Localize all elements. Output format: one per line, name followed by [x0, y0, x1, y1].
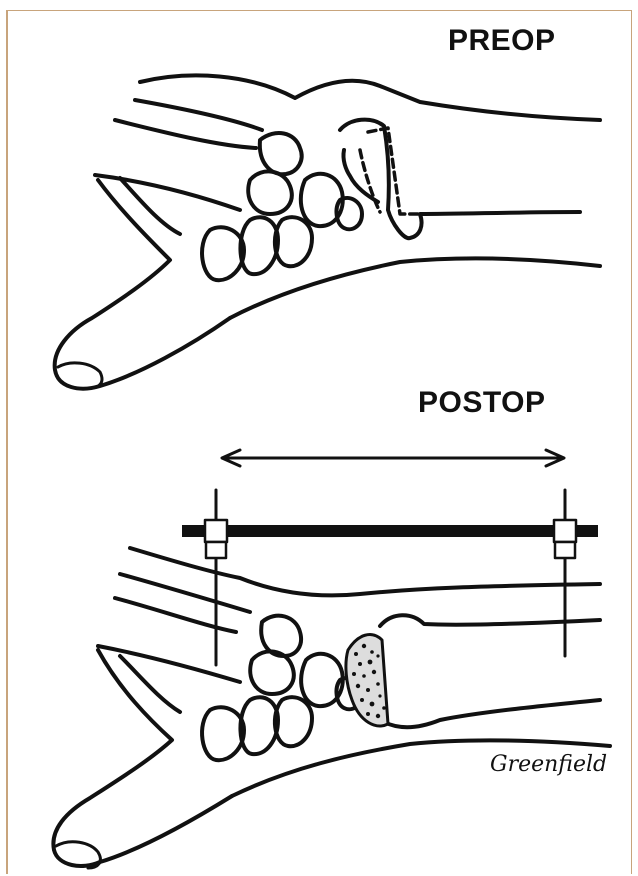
- distraction-arrow: [222, 450, 564, 466]
- preop-hand-drawing: [55, 75, 600, 388]
- preop-label: PREOP: [448, 24, 556, 58]
- fixator-bar: [182, 525, 598, 537]
- external-fixator: [182, 490, 598, 665]
- postop-hand-drawing: [53, 450, 610, 868]
- postop-label: POSTOP: [418, 386, 545, 420]
- artist-signature: Greenfield: [490, 752, 607, 777]
